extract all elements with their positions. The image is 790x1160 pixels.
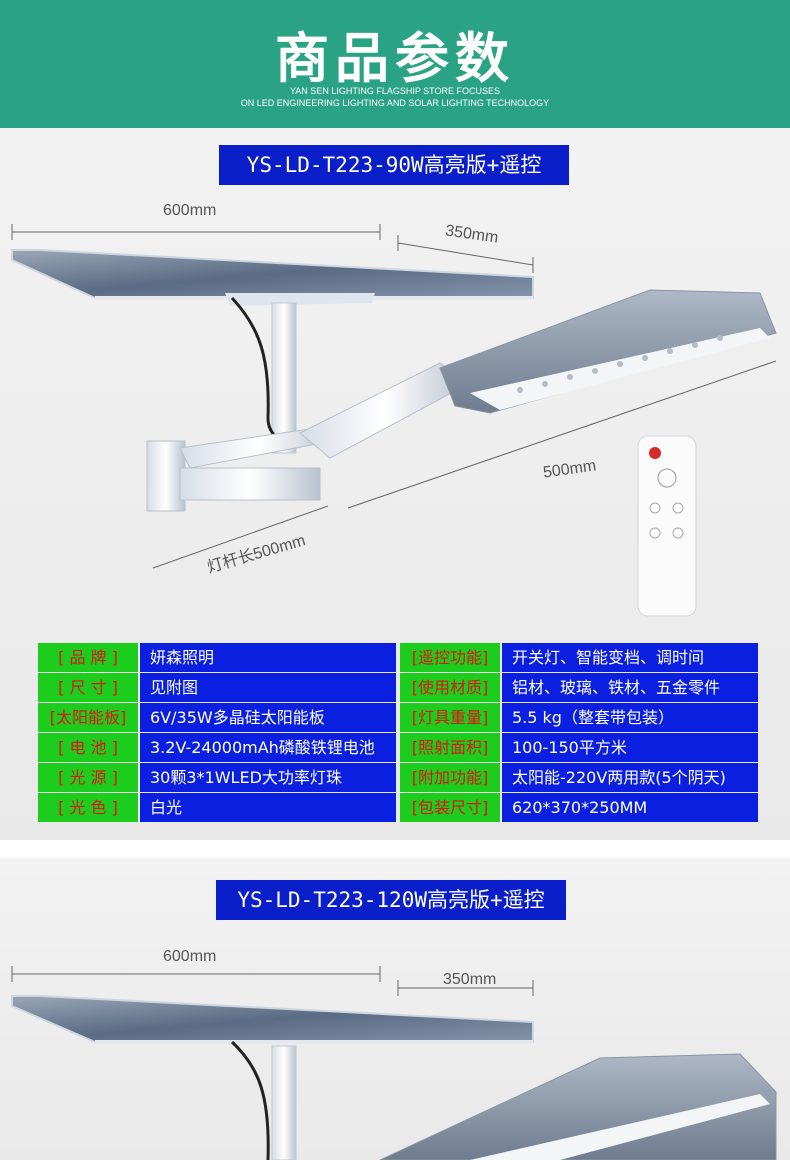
spec-value: 妍森照明 (140, 643, 396, 672)
spec-label: [遥控功能] (400, 643, 500, 672)
spec-label: [ 品 牌 ] (38, 643, 138, 672)
model-banner-120w: YS-LD-T223-120W高亮版+遥控 (216, 880, 566, 920)
table-row: [ 光 色 ] 白光 [包装尺寸] 620*370*250MM (38, 793, 758, 823)
street-light-illustration-120w (11, 966, 777, 1160)
table-row: [ 电 池 ] 3.2V-24000mAh磷酸铁锂电池 [照射面积] 100-1… (38, 733, 758, 763)
table-row: [太阳能板] 6V/35W多晶硅太阳能板 [灯具重量] 5.5 kg（整套带包装… (38, 703, 758, 733)
spec-label: [ 电 池 ] (38, 733, 138, 762)
spec-value: 6V/35W多晶硅太阳能板 (140, 703, 396, 732)
header-subtitle-line1: YAN SEN LIGHTING FLAGSHIP STORE FOCUSES (289, 86, 501, 96)
street-light-illustration (11, 224, 777, 617)
spec-value: 5.5 kg（整套带包装） (502, 703, 758, 732)
dim-panel-width: 600mm (163, 202, 217, 219)
spec-label: [照射面积] (400, 733, 500, 762)
spec-label: [ 光 色 ] (38, 793, 138, 822)
spec-table: [ 品 牌 ] 妍森照明 [遥控功能] 开关灯、智能变档、调时间 [ 尺 寸 ]… (38, 643, 758, 826)
spec-value: 见附图 (140, 673, 396, 702)
dim-panel-width-120w: 600mm (163, 948, 217, 965)
table-row: [ 尺 寸 ] 见附图 [使用材质] 铝材、玻璃、铁材、五金零件 (38, 673, 758, 703)
section-divider (0, 840, 790, 858)
spec-value: 开关灯、智能变档、调时间 (502, 643, 758, 672)
page-header: 商品参数 YAN SEN LIGHTING FLAGSHIP STORE FOC… (0, 0, 790, 128)
spec-value: 620*370*250MM (502, 793, 758, 822)
table-row: [ 光 源 ] 30颗3*1WLED大功率灯珠 [附加功能] 太阳能-220V两… (38, 763, 758, 793)
spec-value: 3.2V-24000mAh磷酸铁锂电池 (140, 733, 396, 762)
spec-label: [ 光 源 ] (38, 763, 138, 792)
spec-value: 30颗3*1WLED大功率灯珠 (140, 763, 396, 792)
spec-label: [附加功能] (400, 763, 500, 792)
page-title: 商品参数 (275, 27, 515, 90)
table-row: [ 品 牌 ] 妍森照明 [遥控功能] 开关灯、智能变档、调时间 (38, 643, 758, 673)
dim-panel-depth-120w: 350mm (443, 971, 497, 988)
model-banner-90w: YS-LD-T223-90W高亮版+遥控 (219, 145, 569, 185)
spec-label: [太阳能板] (38, 703, 138, 732)
spec-value: 白光 (140, 793, 396, 822)
spec-label: [灯具重量] (400, 703, 500, 732)
spec-label: [使用材质] (400, 673, 500, 702)
spec-label: [包装尺寸] (400, 793, 500, 822)
header-subtitle-line2: ON LED ENGINEERING LIGHTING AND SOLAR LI… (240, 98, 550, 108)
spec-value: 100-150平方米 (502, 733, 758, 762)
product-section-120w: YS-LD-T223-120W高亮版+遥控 (0, 858, 790, 1160)
spec-label: [ 尺 寸 ] (38, 673, 138, 702)
spec-value: 太阳能-220V两用款(5个阴天) (502, 763, 758, 792)
spec-value: 铝材、玻璃、铁材、五金零件 (502, 673, 758, 702)
